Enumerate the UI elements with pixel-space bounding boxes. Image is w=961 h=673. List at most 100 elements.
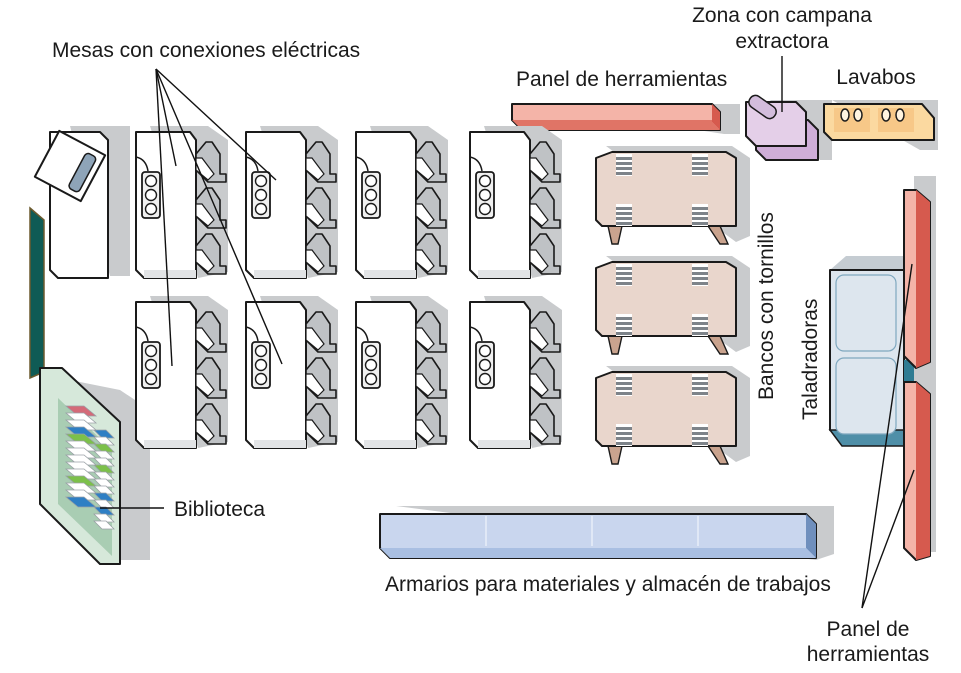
book [93, 506, 115, 516]
stool [529, 357, 561, 399]
stool [415, 187, 447, 229]
book [93, 429, 115, 439]
label-bancos: Bancos con tornillos [755, 212, 778, 400]
vise-icon [616, 424, 632, 446]
leader-mesas-4 [155, 68, 283, 365]
book [93, 520, 115, 530]
stool [305, 403, 337, 445]
power-strip-icon [469, 156, 495, 219]
electrical-table [245, 296, 338, 449]
sinks [823, 100, 938, 150]
book [93, 457, 115, 467]
fume-hood [745, 94, 832, 161]
material-cabinets [379, 506, 834, 560]
book [93, 443, 115, 453]
vise-icon [616, 154, 632, 176]
label-panel-bottom-1: Panel de [827, 618, 910, 641]
power-strip-icon [245, 326, 271, 389]
label-taladradoras: Taladradoras [799, 299, 822, 420]
vise-icon [616, 204, 632, 226]
vise-icon [616, 264, 632, 286]
vise-icon [616, 314, 632, 336]
power-strip-icon [469, 326, 495, 389]
label-panel-bottom-2: herramientas [807, 643, 930, 666]
stool [529, 141, 561, 183]
power-strip-icon [135, 326, 161, 389]
electrical-table [469, 296, 562, 449]
stool [529, 403, 561, 445]
leader-mesas-1 [155, 68, 177, 167]
computer-monitor [33, 129, 107, 203]
book [93, 513, 115, 523]
vise-bench [595, 366, 750, 465]
stool [415, 141, 447, 183]
stool [415, 311, 447, 353]
stool [195, 357, 227, 399]
leader-panel-2 [861, 469, 915, 609]
vise-bench [595, 146, 750, 245]
sink-basin-left [840, 108, 863, 122]
blackboard [29, 206, 45, 380]
leader-panel-1 [861, 263, 913, 609]
vise-icon [692, 204, 708, 226]
tool-panel-top [511, 103, 740, 134]
book [93, 464, 115, 474]
stool [195, 311, 227, 353]
leader-lines [100, 56, 915, 609]
vise-benches [595, 146, 750, 465]
book [93, 485, 115, 495]
vise-icon [692, 374, 708, 396]
electrical-table [355, 126, 448, 279]
stool [529, 233, 561, 275]
stool [195, 233, 227, 275]
book [64, 496, 98, 508]
library-books [64, 405, 115, 530]
leader-mesas-3 [155, 68, 173, 367]
power-strip-icon [355, 326, 381, 389]
drill-presses [828, 256, 916, 447]
electrical-table [135, 126, 228, 279]
stool [415, 357, 447, 399]
power-strip-icon [135, 156, 161, 219]
electrical-table [245, 126, 338, 279]
leader-mesas-2 [155, 68, 277, 181]
sink-basin-right [881, 108, 905, 122]
power-strip-icon [355, 156, 381, 219]
vise-icon [616, 374, 632, 396]
electrical-table [469, 126, 562, 279]
stool [529, 187, 561, 229]
book [93, 450, 115, 460]
book [93, 471, 115, 481]
stool [305, 233, 337, 275]
label-panel-top: Panel de herramientas [516, 68, 727, 91]
stool [195, 403, 227, 445]
drill-press-1 [835, 274, 897, 352]
stool [529, 311, 561, 353]
stool [305, 311, 337, 353]
book [93, 436, 115, 446]
label-mesas: Mesas con conexiones eléctricas [52, 39, 360, 62]
stool [415, 403, 447, 445]
label-campana-2: extractora [735, 30, 829, 53]
vise-bench [595, 256, 750, 355]
book [93, 492, 115, 502]
stool [305, 187, 337, 229]
electrical-table [355, 296, 448, 449]
label-campana-1: Zona con campana [692, 4, 872, 27]
label-lavabos: Lavabos [836, 66, 915, 89]
label-biblioteca: Biblioteca [174, 498, 265, 521]
label-armarios: Armarios para materiales y almacén de tr… [385, 573, 831, 596]
electrical-tables [135, 126, 562, 449]
book [93, 478, 115, 488]
vise-icon [692, 314, 708, 336]
stool [305, 357, 337, 399]
power-strip-icon [245, 156, 271, 219]
tool-panel-right [903, 176, 936, 561]
vise-icon [692, 424, 708, 446]
stool [305, 141, 337, 183]
library-bookshelf [39, 367, 150, 565]
teacher-desk [33, 126, 130, 279]
vise-icon [692, 264, 708, 286]
